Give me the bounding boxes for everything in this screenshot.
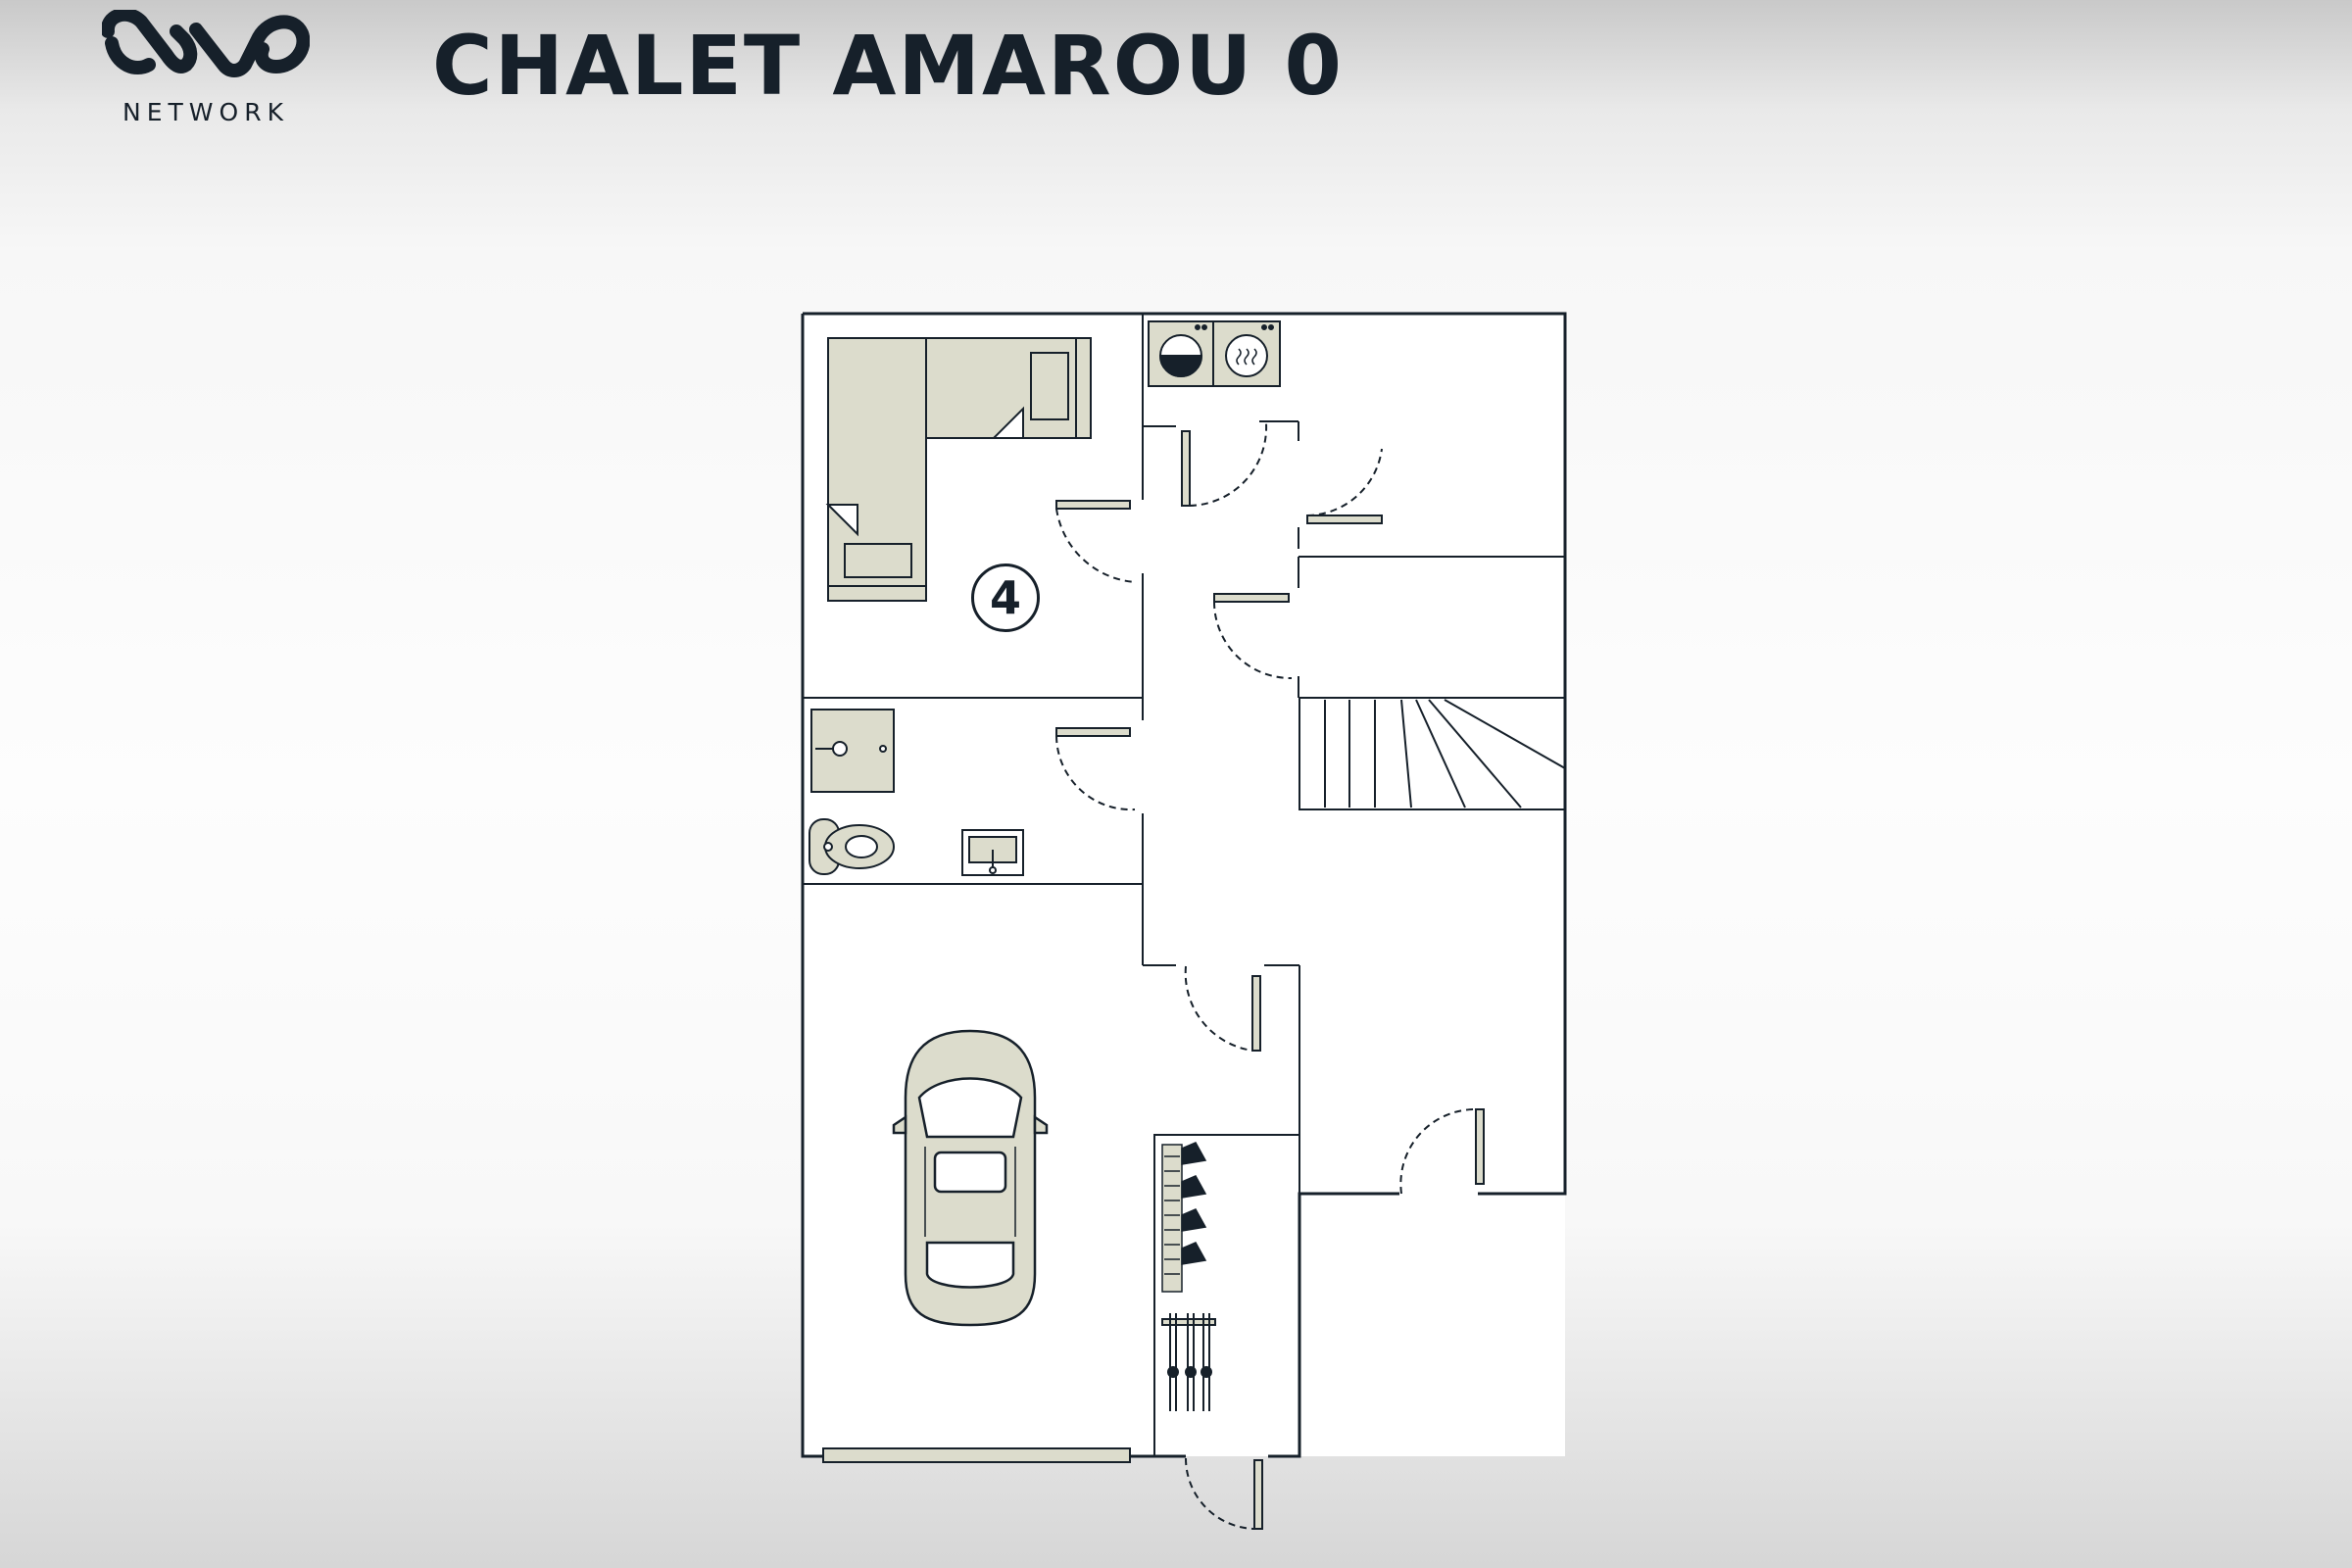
room-number-badge: 4 (971, 564, 1040, 632)
bed-icon (825, 337, 1092, 602)
page-title: CHALET AMAROU 0 (432, 18, 1345, 114)
brand-name: NETWORK (122, 98, 289, 126)
shower-icon (810, 709, 895, 793)
ski-rack-icon (1161, 1313, 1216, 1411)
door-swing-icon (1055, 422, 1477, 1530)
car-icon (892, 1029, 1049, 1327)
door-leaves (822, 430, 1485, 1530)
ovo-logo-icon: NETWORK (102, 10, 318, 127)
header: NETWORK CHALET AMAROU 0 (0, 0, 2352, 147)
toilet-icon (808, 818, 895, 875)
dryer-icon (1212, 320, 1281, 387)
ski-boot-rack-icon (1161, 1142, 1207, 1293)
washing-machine-icon (1148, 320, 1214, 387)
interior-walls (803, 314, 1566, 1456)
sink-icon (961, 829, 1024, 876)
staircase-icon (1324, 699, 1566, 808)
